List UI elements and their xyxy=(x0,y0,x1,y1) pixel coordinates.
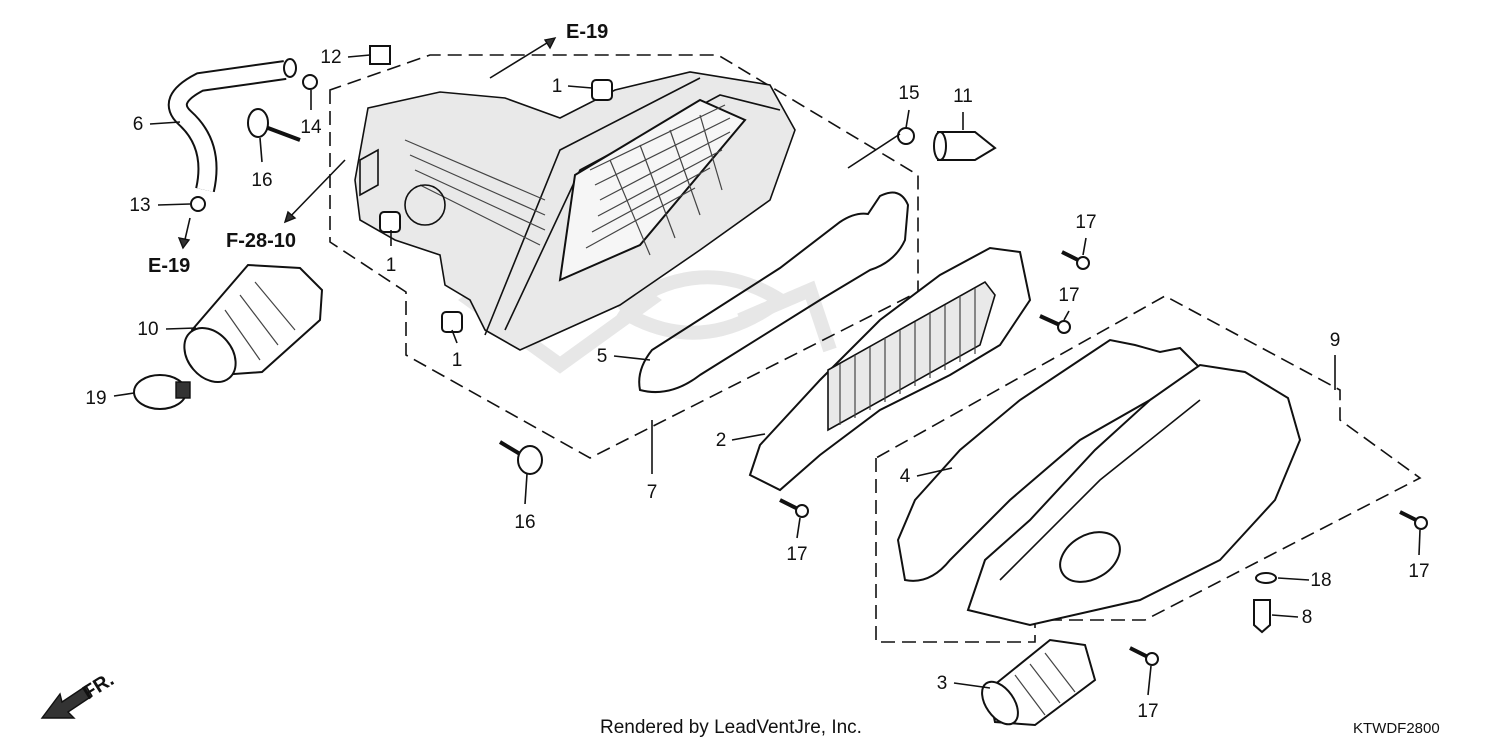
callout-c1b: 1 xyxy=(386,255,397,276)
callout-labels: 1112345678910111213141516161717171717181… xyxy=(85,47,1429,722)
callout-c10: 10 xyxy=(137,319,158,340)
leader-lines xyxy=(113,37,1421,696)
air-cleaner-cover-lower xyxy=(966,363,1302,627)
clip-12 xyxy=(369,45,391,65)
callout-c16a: 16 xyxy=(251,170,272,191)
grommet-1-bottom xyxy=(441,311,463,333)
callout-c17d: 17 xyxy=(1408,561,1429,582)
washer-14 xyxy=(302,74,318,90)
filter-element-2 xyxy=(748,246,1032,492)
callout-c6: 6 xyxy=(133,114,144,135)
screw-17-d xyxy=(1399,510,1428,530)
connecting-tube-10 xyxy=(183,263,324,383)
callout-c11: 11 xyxy=(953,86,973,107)
screw-17-e xyxy=(1129,646,1159,666)
callout-c17b: 17 xyxy=(1058,285,1079,306)
reference-labels: E-19E-19F-28-10 xyxy=(148,21,608,277)
callout-c4: 4 xyxy=(900,466,911,487)
gasket-5 xyxy=(638,191,910,394)
callout-c17e: 17 xyxy=(1137,701,1158,722)
callout-c17a: 17 xyxy=(1075,212,1096,233)
grommet-1-top xyxy=(591,79,613,101)
callout-c1a: 1 xyxy=(552,76,563,97)
callout-c15: 15 xyxy=(898,83,919,104)
callout-c12: 12 xyxy=(320,47,341,68)
callout-c3: 3 xyxy=(937,673,948,694)
screw-17-c xyxy=(779,498,809,518)
callout-c14: 14 xyxy=(300,117,322,138)
callout-c2: 2 xyxy=(716,430,727,451)
screw-17-a xyxy=(1061,250,1090,270)
plug-11 xyxy=(933,131,997,161)
grommet-1-left xyxy=(379,211,401,233)
ref-f2810: F-28-10 xyxy=(226,230,296,252)
collar-15 xyxy=(897,127,915,145)
duct-3 xyxy=(981,638,1097,727)
front-direction-arrow: FR. xyxy=(40,669,118,719)
assembly-box-7 xyxy=(329,54,919,459)
callout-c13: 13 xyxy=(129,195,150,216)
callout-c16b: 16 xyxy=(514,512,535,533)
footer-credit: Rendered by LeadVentJre, Inc. xyxy=(600,717,862,738)
callout-c19: 19 xyxy=(85,388,106,409)
screw-17-b xyxy=(1039,314,1071,334)
callout-c18: 18 xyxy=(1310,570,1331,591)
ref-e19-left: E-19 xyxy=(148,255,190,277)
gasket-4 xyxy=(896,338,1202,582)
bolt-16-top xyxy=(247,108,301,142)
drain-tube-8 xyxy=(1253,599,1271,634)
drawing-code: KTWDF2800 xyxy=(1353,720,1440,737)
callout-c7: 7 xyxy=(647,482,658,503)
ref-e19-top: E-19 xyxy=(566,21,608,43)
callout-c5: 5 xyxy=(597,346,608,367)
clip-13 xyxy=(190,196,206,212)
air-cleaner-case-upper xyxy=(354,71,796,351)
assembly-box-9 xyxy=(875,295,1422,643)
callout-c17c: 17 xyxy=(786,544,807,565)
o-ring-18 xyxy=(1255,572,1277,584)
callout-c1c: 1 xyxy=(452,350,463,371)
callout-c9: 9 xyxy=(1330,330,1341,351)
bolt-16-bottom xyxy=(498,440,543,475)
callout-c8: 8 xyxy=(1302,607,1313,628)
band-19 xyxy=(133,374,191,410)
